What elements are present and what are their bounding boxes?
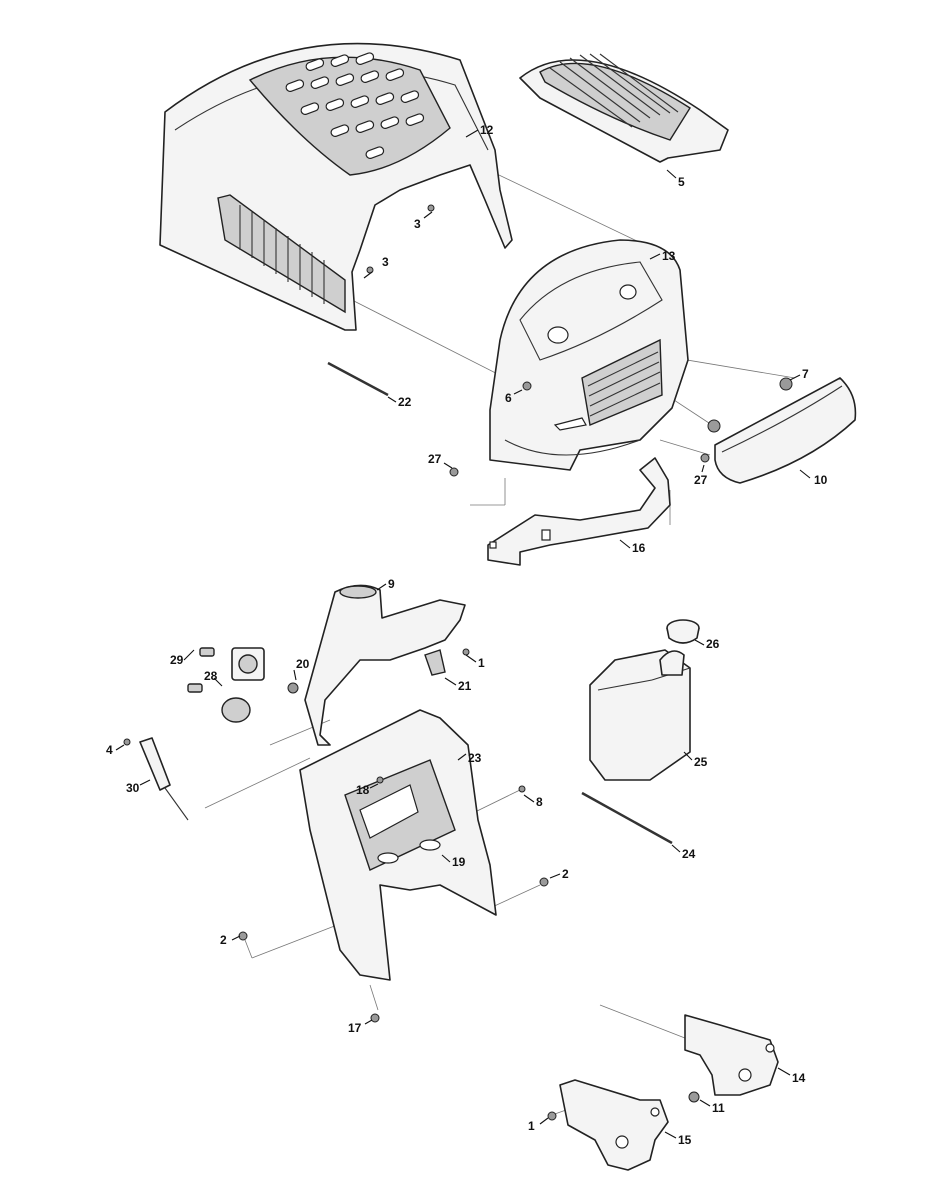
callout-1-bracket: 1: [528, 1119, 535, 1133]
callout-27-left: 27: [428, 452, 442, 466]
screw-1-dash: [462, 648, 470, 656]
cable-tie-22: [327, 361, 389, 397]
hood-part: [159, 42, 513, 331]
screw-3-lower: [366, 266, 374, 274]
front-bumper-part: [714, 377, 857, 484]
callout-3-upper: 3: [414, 217, 421, 231]
callout-10: 10: [814, 473, 828, 487]
dash-housing-part: [299, 709, 497, 981]
screw-27-left: [449, 467, 459, 477]
screw-2-left: [238, 931, 248, 941]
dash-panel-part: [304, 584, 466, 746]
screw-1-bracket: [547, 1111, 557, 1121]
callout-15: 15: [678, 1133, 692, 1147]
nut-20: [287, 682, 299, 694]
nut-17: [370, 1013, 380, 1023]
screw-27-right: [700, 453, 710, 463]
callout-24: 24: [682, 847, 696, 861]
callout-29: 29: [170, 653, 184, 667]
callout-14: 14: [792, 1071, 806, 1085]
bolt-7-lower: [707, 419, 721, 433]
cable-ties: [327, 361, 673, 845]
callout-12: 12: [480, 123, 494, 137]
callout-13: 13: [662, 249, 676, 263]
callout-21: 21: [458, 679, 472, 693]
right-bracket-part: [684, 1014, 779, 1096]
hood-vent-slots: [285, 52, 425, 159]
fasteners: [123, 204, 793, 1121]
callout-11: 11: [712, 1101, 725, 1115]
fuel-cap-part: [666, 619, 700, 644]
callout-1-dash: 1: [478, 656, 485, 670]
callout-5: 5: [678, 175, 685, 189]
callout-19: 19: [452, 855, 466, 869]
throttle-control-part: [139, 737, 189, 821]
screw-18: [376, 776, 384, 784]
callout-17: 17: [348, 1021, 362, 1035]
callout-30: 30: [126, 781, 140, 795]
ignition-knob-part: [221, 697, 251, 723]
callout-25: 25: [694, 755, 708, 769]
callout-28: 28: [204, 669, 218, 683]
left-bracket-part: [559, 1079, 669, 1171]
lower-bracket-part: [487, 457, 671, 566]
callout-3-lower: 3: [382, 255, 389, 269]
ignition-key-part: [187, 647, 215, 693]
screw-2-right: [539, 877, 549, 887]
callout-9: 9: [388, 577, 395, 591]
hood-side-grille: [217, 194, 346, 314]
callout-6: 6: [505, 391, 512, 405]
callout-8: 8: [536, 795, 543, 809]
callout-7: 7: [802, 367, 809, 381]
fuel-tank-part: [589, 649, 691, 781]
callout-23: 23: [468, 751, 482, 765]
callout-4: 4: [106, 743, 113, 757]
hood-insert-part: [519, 53, 729, 163]
ignition-switch-part: [231, 647, 265, 681]
screw-4: [123, 738, 131, 746]
callout-22: 22: [398, 395, 412, 409]
screw-8: [518, 785, 526, 793]
callout-18: 18: [356, 783, 370, 797]
callout-2-left: 2: [220, 933, 227, 947]
screw-3-upper: [427, 204, 435, 212]
front-grille-part: [489, 239, 689, 471]
callout-labels: 12 5 3 3 13 7 22 6 27 27 10 16 9 1 21 29…: [106, 123, 828, 1147]
callout-26: 26: [706, 637, 720, 651]
nut-11: [688, 1091, 700, 1103]
cable-tie-24: [581, 791, 673, 845]
callout-27-right: 27: [694, 473, 708, 487]
bolt-7-upper: [779, 377, 793, 391]
callout-2-right: 2: [562, 867, 569, 881]
nut-6: [522, 381, 532, 391]
callout-20: 20: [296, 657, 310, 671]
callout-16: 16: [632, 541, 646, 555]
callout-leaders: [115, 129, 811, 1139]
